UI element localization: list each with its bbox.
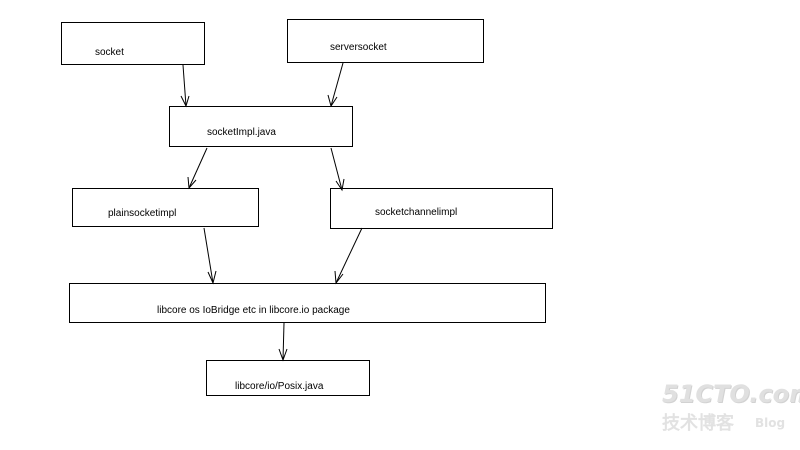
arrow-socketimpl-to-plainsocketimpl: [187, 147, 208, 190]
node-socketchannelimpl-label: socketchannelimpl: [375, 207, 458, 218]
arrow-serversocket-to-socketimpl: [327, 62, 344, 108]
node-serversocket: [287, 19, 484, 63]
node-socketimpl: [169, 106, 353, 147]
node-plainsocketimpl-label: plainsocketimpl: [108, 208, 177, 219]
node-libcore: [69, 283, 546, 323]
node-serversocket-label: serversocket: [330, 42, 387, 53]
arrow-plainsocketimpl-to-libcore: [203, 227, 217, 285]
arrow-socketimpl-to-socketchannelimpl: [330, 147, 345, 192]
watermark-subtitle: 技术博客: [662, 413, 734, 434]
arrow-libcore-to-posix: [278, 322, 288, 362]
node-socketimpl-label: socketImpl.java: [207, 127, 276, 138]
node-socketchannelimpl: [330, 188, 553, 229]
node-posix: [206, 360, 370, 396]
node-libcore-label: libcore os IoBridge etc in libcore.io pa…: [157, 305, 350, 316]
node-posix-label: libcore/io/Posix.java: [235, 381, 324, 392]
arrow-socketchannelimpl-to-libcore: [334, 227, 363, 285]
watermark-blog: Blog: [755, 416, 786, 430]
watermark-logo: 51CTO.com: [662, 380, 800, 408]
watermark: 51CTO.com 技术博客 Blog: [662, 380, 800, 440]
node-plainsocketimpl: [72, 188, 259, 227]
node-socket: [61, 22, 205, 65]
arrow-socket-to-socketimpl: [180, 64, 190, 108]
node-socket-label: socket: [95, 47, 124, 58]
